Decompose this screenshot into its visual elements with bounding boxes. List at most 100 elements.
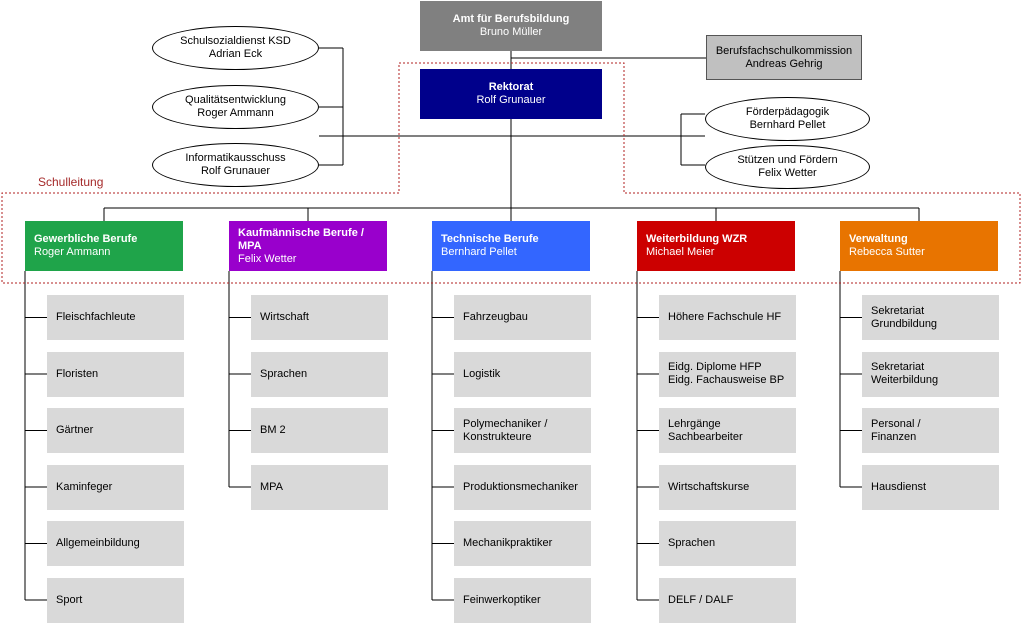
item-label: Eidg. Fachausweise BP (668, 374, 785, 386)
department-item: Floristen (47, 351, 184, 397)
staff-name: Bernhard Pellet (749, 119, 826, 131)
item-label: Hausdienst (871, 480, 927, 493)
department-item: Sport (47, 577, 184, 623)
staff-ellipse-left: Qualitätsentwicklung Roger Ammann (152, 85, 319, 129)
item-label: MPA (260, 480, 284, 493)
department-head: Bernhard Pellet (441, 246, 517, 258)
department-head: Roger Ammann (34, 246, 111, 258)
department-head: Rebecca Sutter (849, 246, 925, 258)
staff-title: Stützen und Fördern (737, 154, 838, 166)
rektorat-name: Rolf Grunauer (476, 94, 546, 106)
item-label: BM 2 (260, 424, 286, 436)
item-label: Wirtschaftskurse (668, 480, 750, 493)
item-label: Mechanikpraktiker (463, 537, 553, 549)
department-title: Weiterbildung WZR (646, 233, 748, 245)
staff-ellipse-left: Schulsozialdienst KSD Adrian Eck (152, 26, 319, 70)
department-item: MPA (251, 464, 388, 510)
department-item: Höhere Fachschule HF (659, 295, 796, 340)
item-label: Höhere Fachschule HF (668, 311, 782, 323)
item-label: Lehrgänge Sachbearbeiter (668, 417, 743, 443)
item-label: Sport (56, 593, 83, 606)
department-item: Wirtschaft (251, 295, 388, 340)
item-label: Weiterbildung (871, 374, 939, 386)
item-label: DELF / DALF (668, 593, 734, 606)
staff-title: Qualitätsentwicklung (185, 94, 286, 106)
item-label: Wirtschaft (260, 311, 309, 323)
department-item: Sprachen (251, 351, 388, 397)
staff-title: Schulsozialdienst KSD (180, 35, 291, 47)
item-label: Polymechaniker / (463, 417, 548, 430)
rektorat-box: Rektorat Rolf Grunauer (420, 69, 602, 119)
staff-name: Adrian Eck (208, 48, 263, 60)
item-label: Gärtner (56, 424, 94, 436)
kommission-box: Berufsfachschulkommission Andreas Gehrig (706, 35, 862, 80)
department-item: Fahrzeugbau (454, 295, 591, 340)
kommission-name: Andreas Gehrig (745, 57, 823, 70)
item-label: Sekretariat (871, 361, 925, 373)
staff-ellipse-left: Informatikausschuss Rolf Grunauer (152, 143, 319, 187)
department-item: Hausdienst (862, 464, 999, 510)
schulleitung-label: Schulleitung (38, 175, 104, 189)
item-label: Feinwerkoptiker (463, 593, 541, 606)
department-item: Wirtschaftskurse (659, 464, 796, 510)
department-item: Lehrgänge Sachbearbeiter (659, 408, 796, 453)
amt-box: Amt für Berufsbildung Bruno Müller (420, 1, 602, 51)
item-label: Personal / (871, 417, 921, 430)
department-item: Fleischfachleute (47, 295, 184, 340)
item-label: Eidg. Diplome HFP (668, 361, 762, 373)
department-item: Produktionsmechaniker (454, 464, 591, 510)
department-item: Feinwerkoptiker (454, 577, 591, 623)
amt-name: Bruno Müller (479, 26, 543, 38)
department-title: Verwaltung (849, 233, 908, 245)
department-item: BM 2 (251, 408, 388, 453)
rektorat-title: Rektorat (488, 81, 534, 93)
department-title: Technische Berufe (441, 233, 539, 245)
item-label: Kaminfeger (56, 480, 113, 493)
item-label: Produktionsmechaniker (463, 480, 578, 493)
item-label: Grundbildung (871, 317, 938, 330)
staff-name: Rolf Grunauer (200, 165, 271, 177)
item-label: Fahrzeugbau (463, 311, 528, 323)
schulleitung-outline (1, 62, 1021, 284)
department-head: Michael Meier (646, 246, 715, 258)
item-label: Sprachen (260, 367, 308, 380)
item-label: Konstrukteure (463, 430, 532, 443)
department-item: Personal /Finanzen (862, 408, 999, 453)
department-item: DELF / DALF (659, 577, 796, 623)
staff-title: Informatikausschuss (185, 152, 286, 164)
staff-ellipse-right: Stützen und Fördern Felix Wetter (705, 145, 870, 189)
staff-title: Förderpädagogik (745, 106, 830, 118)
department-head: Felix Wetter (238, 252, 297, 265)
department-item: Sprachen (659, 521, 796, 566)
item-label: Sekretariat (871, 304, 925, 317)
department-title: Gewerbliche Berufe (34, 233, 138, 245)
item-label: Floristen (56, 367, 99, 380)
item-label: Logistik (463, 367, 501, 380)
department-item: Kaminfeger (47, 464, 184, 510)
item-label: Finanzen (871, 430, 917, 443)
department-title: Kaufmännische Berufe / MPA (238, 226, 364, 252)
staff-name: Roger Ammann (197, 107, 274, 119)
staff-ellipse-right: Förderpädagogik Bernhard Pellet (705, 97, 870, 141)
kommission-title: Berufsfachschulkommission (715, 44, 853, 57)
department-item: Mechanikpraktiker (454, 521, 591, 566)
item-label: Allgemeinbildung (56, 537, 140, 549)
department-item: Gärtner (47, 408, 184, 453)
department-item: Logistik (454, 351, 591, 397)
staff-name: Felix Wetter (758, 167, 817, 179)
amt-title: Amt für Berufsbildung (452, 13, 570, 25)
department-item: Polymechaniker /Konstrukteure (454, 408, 591, 453)
item-label: Fleischfachleute (56, 311, 136, 323)
item-label: Sprachen (668, 537, 716, 549)
department-item: Allgemeinbildung (47, 521, 184, 566)
